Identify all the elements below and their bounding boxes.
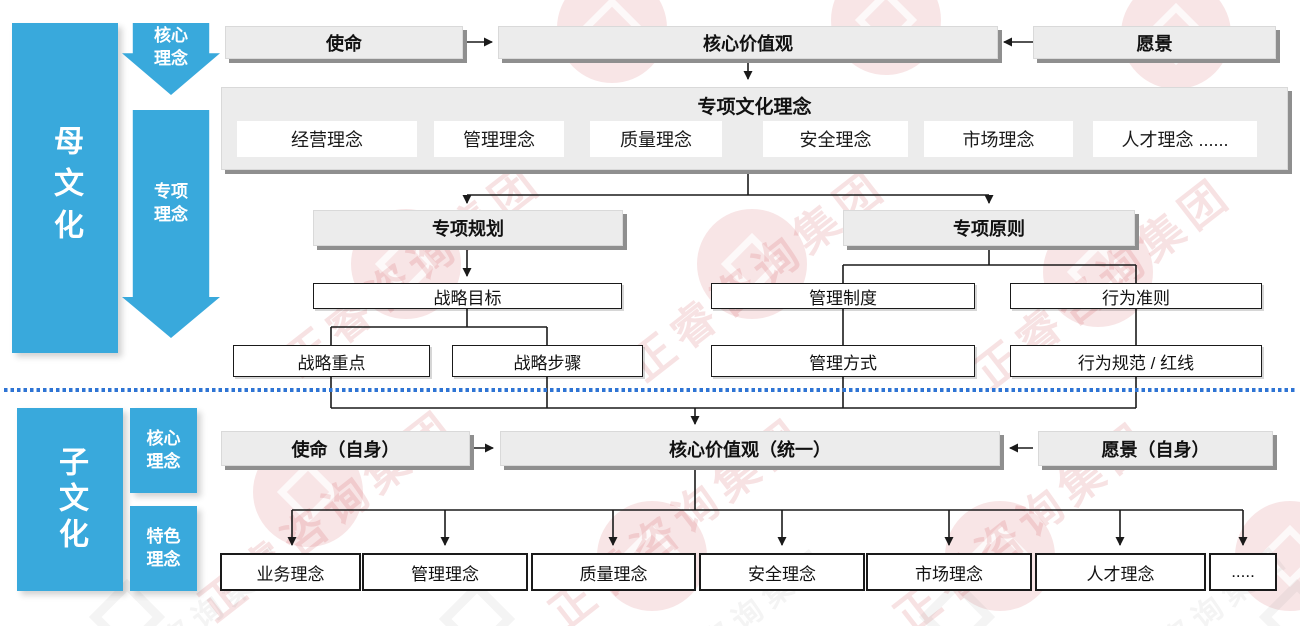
child-mission-box: 使命（自身） (221, 431, 470, 466)
child-bottom-item: 安全理念 (699, 553, 865, 591)
vision-box: 愿景 (1033, 26, 1276, 59)
child-bottom-item: 质量理念 (531, 553, 696, 591)
child-vision-box: 愿景（自身） (1038, 431, 1273, 466)
mission-box: 使命 (225, 26, 463, 59)
child-bottom-item: 人才理念 (1035, 553, 1206, 591)
child-bottom-item: 管理理念 (362, 553, 528, 591)
child-bottom-item: 市场理念 (866, 553, 1032, 591)
parent-culture-bar: 母文化 (12, 23, 118, 353)
special-culture-item: 市场理念 (924, 121, 1073, 157)
special-culture-item: 安全理念 (763, 121, 908, 157)
conduct-code-box: 行为准则 (1010, 283, 1262, 309)
child-core-tag-label: 核心理念 (146, 428, 181, 471)
strategy-steps-box: 战略步骤 (452, 345, 643, 377)
special-culture-item: 经营理念 (237, 121, 417, 157)
core-idea-arrow: 核心理念 (122, 23, 220, 95)
child-culture-bar: 子文化 (17, 408, 123, 591)
conduct-norm-box: 行为规范 / 红线 (1010, 345, 1262, 377)
management-method-box: 管理方式 (711, 345, 975, 377)
management-system-box: 管理制度 (711, 283, 975, 309)
core-idea-arrow-label: 核心理念 (154, 26, 188, 68)
planning-header-box: 专项规划 (313, 210, 623, 246)
special-culture-item: 人才理念 ...... (1093, 121, 1257, 157)
strategy-goal-box: 战略目标 (313, 283, 622, 309)
strategy-focus-box: 战略重点 (233, 345, 430, 377)
child-special-tag-label: 特色理念 (146, 526, 181, 569)
special-culture-item: 管理理念 (434, 121, 564, 157)
child-bottom-item: ..... (1209, 553, 1277, 591)
special-culture-item: 质量理念 (590, 121, 722, 157)
child-core-tag: 核心理念 (130, 408, 197, 493)
special-culture-title: 专项文化理念 (697, 97, 812, 118)
principles-header-box: 专项原则 (843, 210, 1135, 246)
special-idea-arrow-label: 专项理念 (154, 182, 188, 224)
core-values-box: 核心价值观 (498, 26, 998, 59)
special-idea-arrow: 专项理念 (122, 110, 220, 338)
child-bottom-item: 业务理念 (220, 553, 361, 591)
child-special-tag: 特色理念 (130, 506, 197, 591)
child-core-values-box: 核心价值观（统一） (500, 431, 1000, 466)
